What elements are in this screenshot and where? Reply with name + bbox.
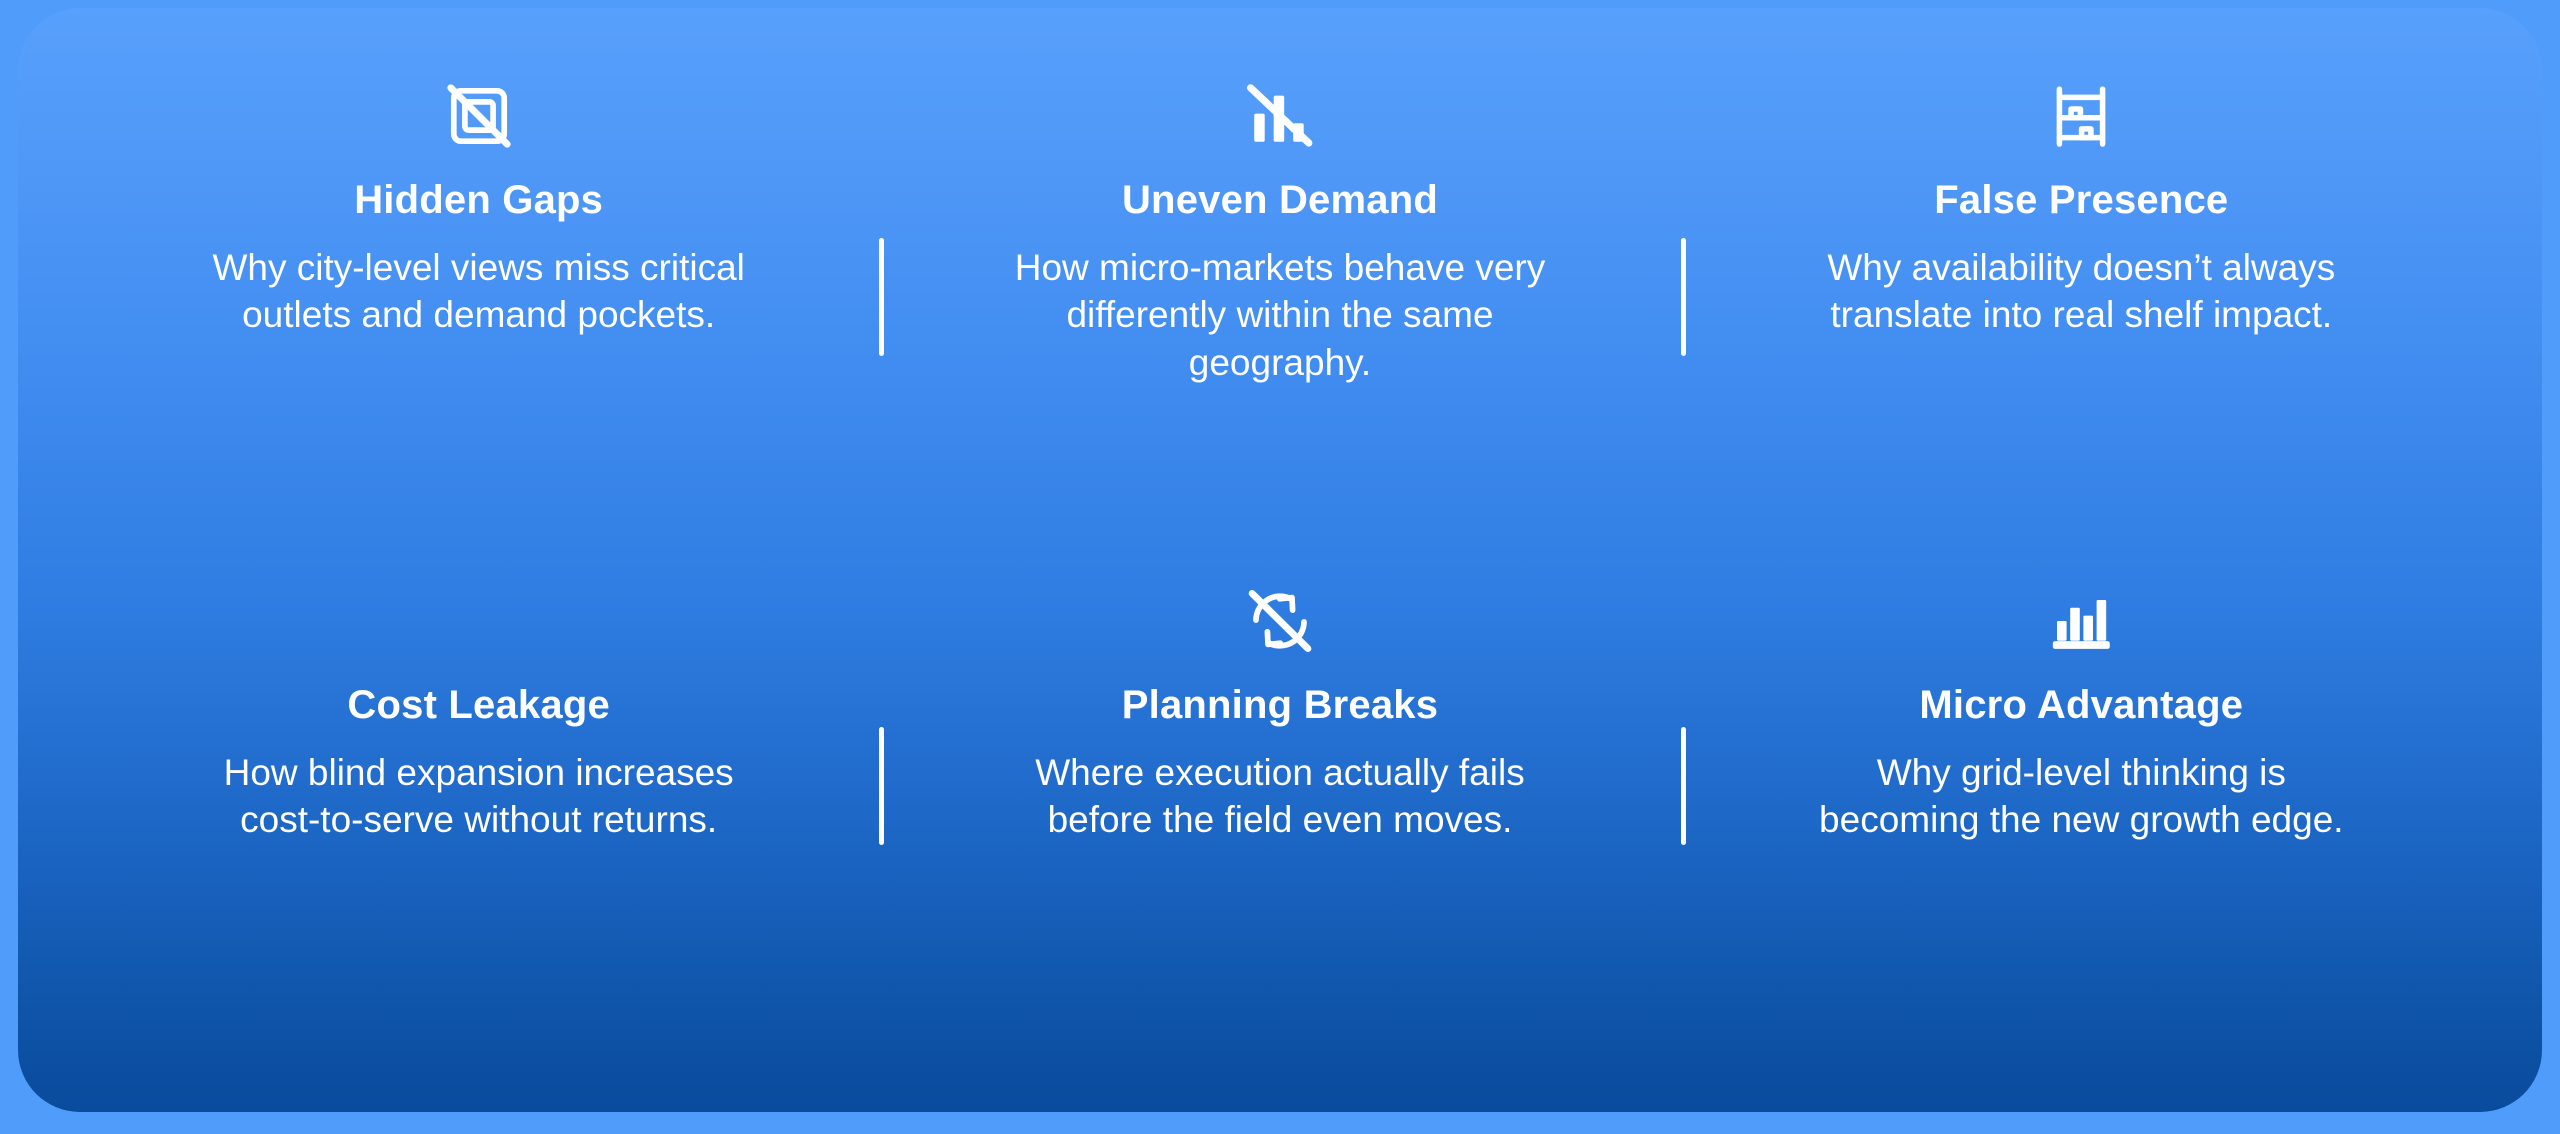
- feature-description: How micro-markets behave very differentl…: [1014, 247, 1546, 383]
- feature-title: Uneven Demand: [1121, 178, 1438, 222]
- feature-grid: Hidden Gaps Why city-level views miss cr…: [18, 8, 2542, 1112]
- feature-item-micro-advantage: Micro Advantage Why grid-level thinking …: [1680, 549, 2482, 1056]
- shelf-rack-icon: [2046, 60, 2116, 172]
- feature-description: Why availability doesn’t always translat…: [1827, 247, 2336, 336]
- feature-item-hidden-gaps: Hidden Gaps Why city-level views miss cr…: [78, 42, 879, 549]
- feature-description: Why grid-level thinking is becoming the …: [1819, 752, 2344, 841]
- feature-item-cost-leakage: Cost Leakage How blind expansion increas…: [78, 549, 879, 1056]
- bar-chart-icon: [2045, 565, 2117, 677]
- feature-title: Cost Leakage: [347, 683, 610, 727]
- feature-description: How blind expansion increases cost-to-se…: [223, 752, 734, 841]
- refresh-off-icon: [1244, 565, 1316, 677]
- feature-title: False Presence: [1934, 178, 2229, 222]
- feature-description: Where execution actually fails before th…: [1035, 752, 1525, 841]
- bar-chart-off-icon: [1244, 60, 1316, 172]
- grid-off-icon: [443, 60, 515, 172]
- feature-title: Micro Advantage: [1919, 683, 2244, 727]
- feature-title: Hidden Gaps: [354, 178, 604, 222]
- feature-item-false-presence: False Presence Why availability doesn’t …: [1680, 42, 2482, 549]
- feature-description: Why city-level views miss critical outle…: [212, 247, 745, 336]
- feature-card: Hidden Gaps Why city-level views miss cr…: [18, 8, 2542, 1112]
- feature-title: Planning Breaks: [1121, 683, 1439, 727]
- feature-item-uneven-demand: Uneven Demand How micro-markets behave v…: [879, 42, 1680, 549]
- feature-item-planning-breaks: Planning Breaks Where execution actually…: [879, 549, 1680, 1056]
